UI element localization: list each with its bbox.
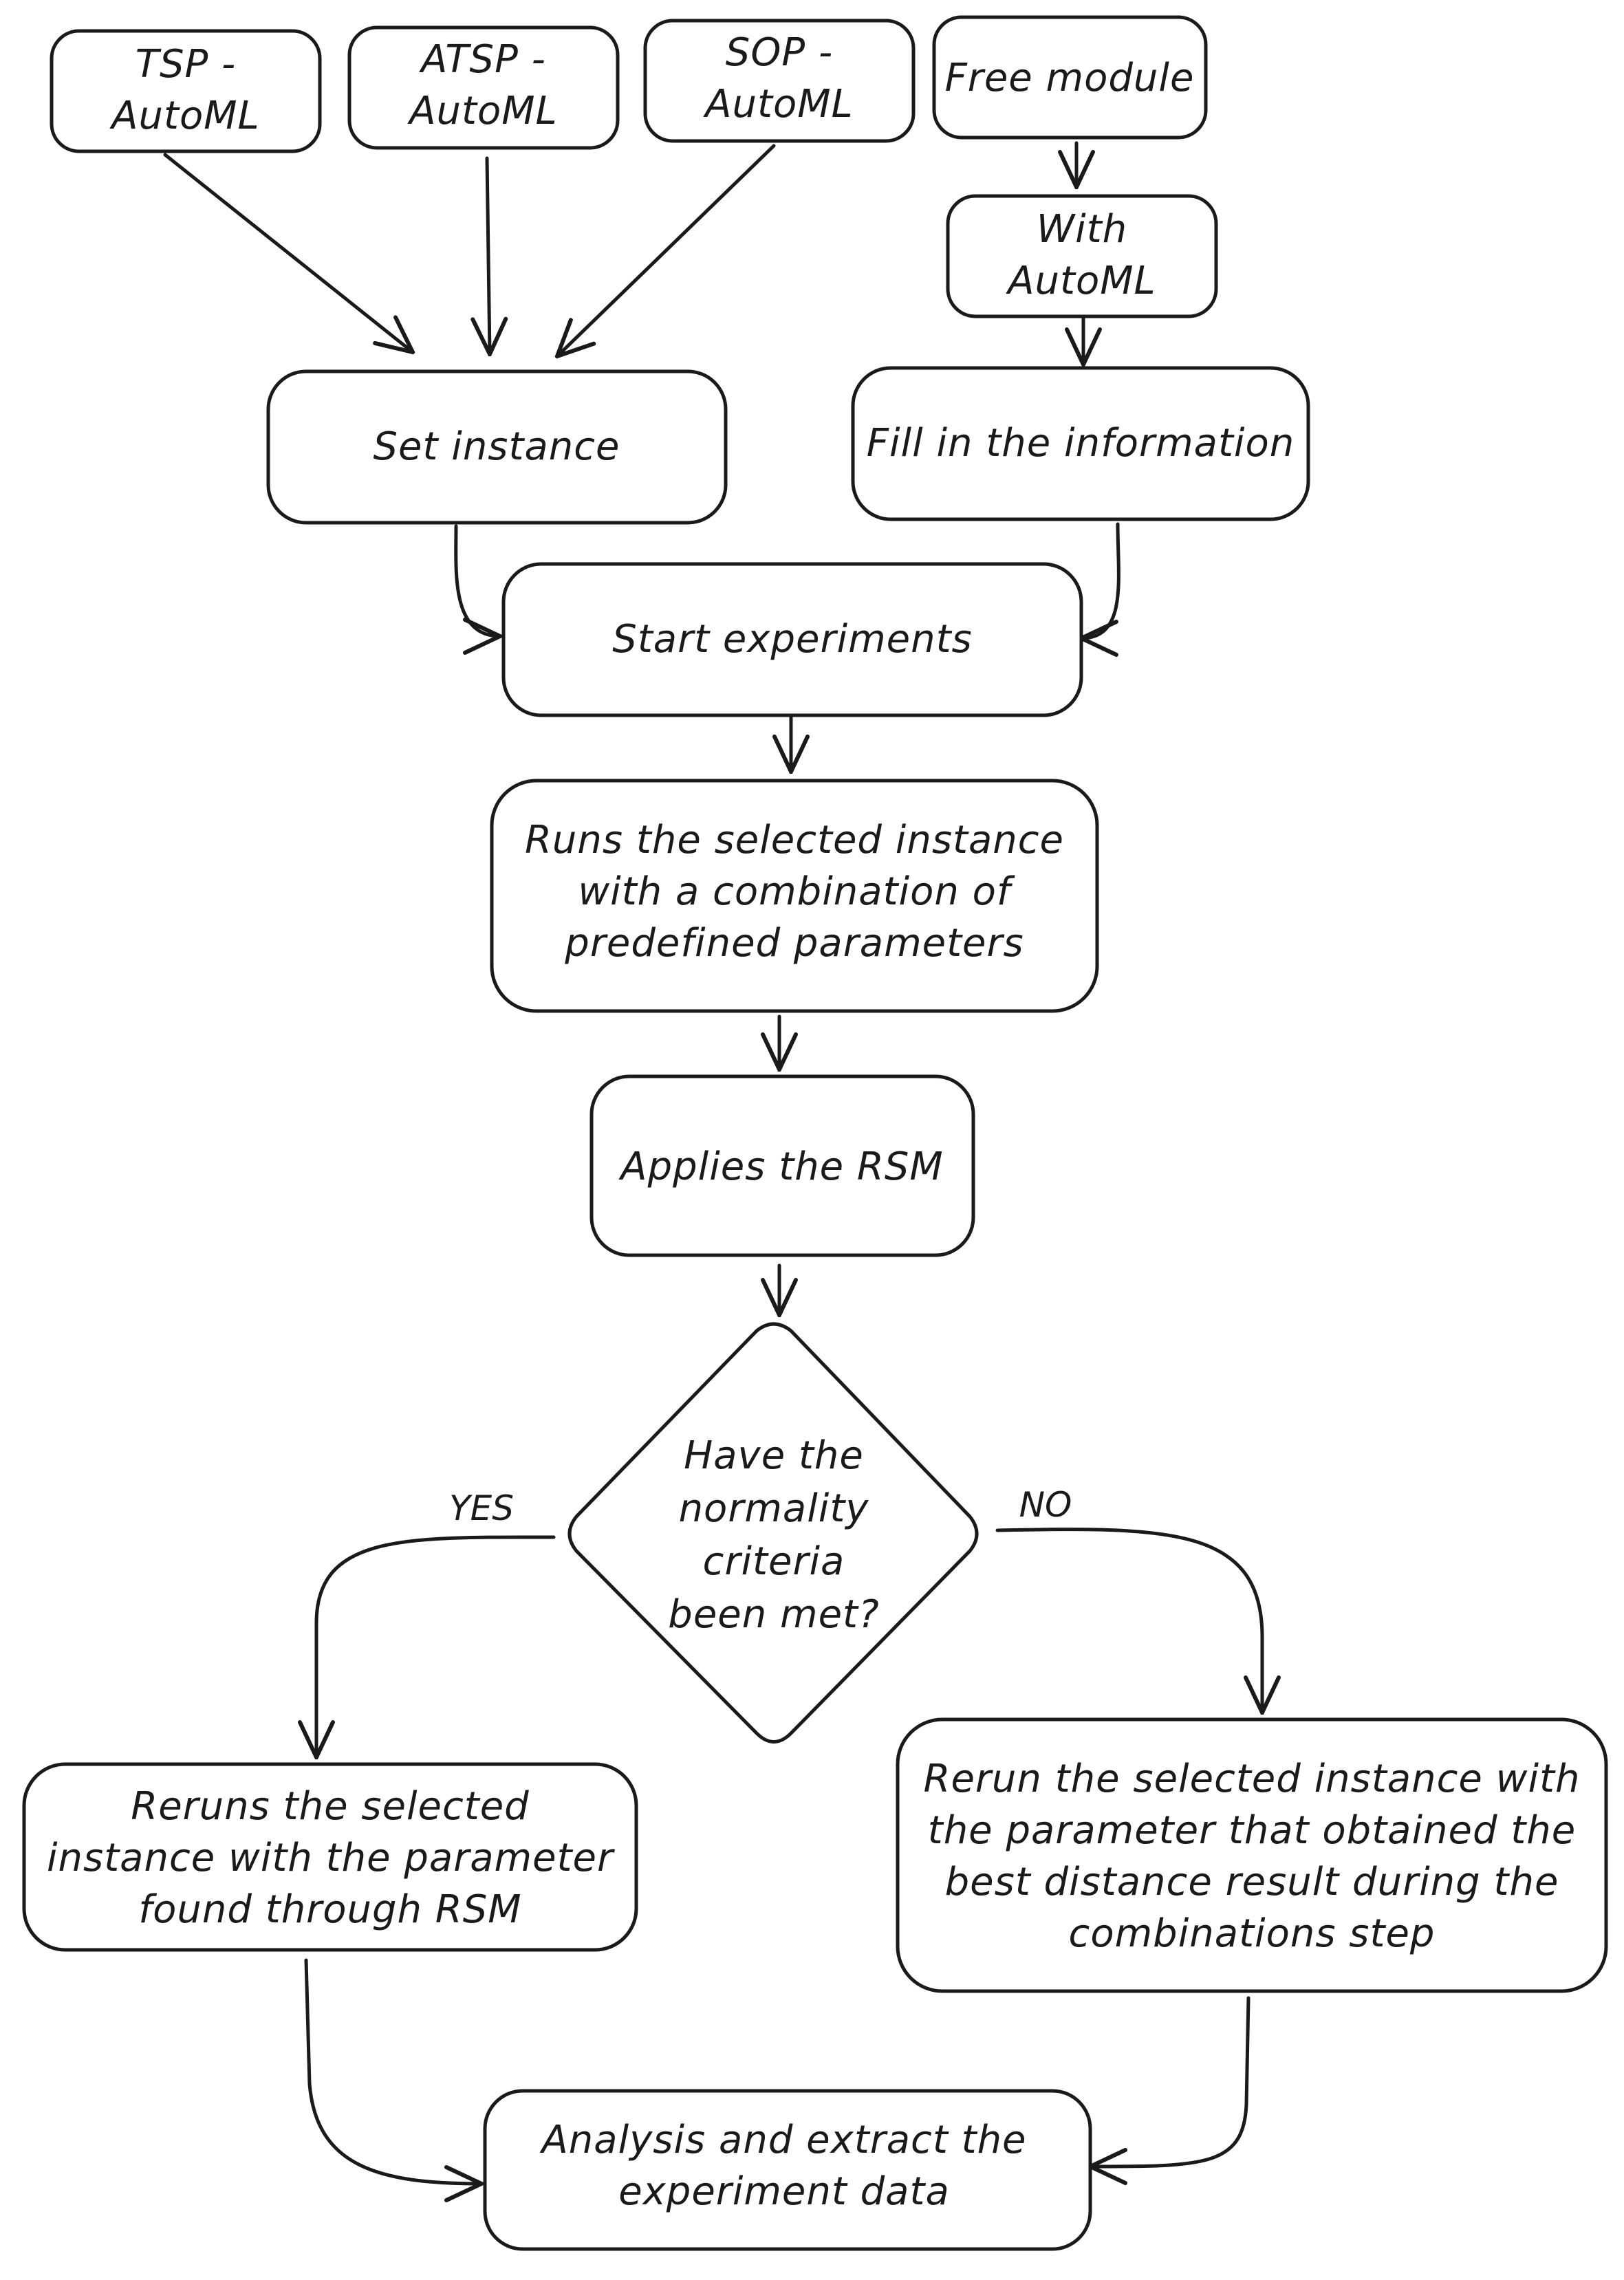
label-sop-automl: SOP -	[726, 30, 833, 75]
edge-decision-no	[995, 1528, 1262, 1713]
label-decision: criteria	[703, 1539, 845, 1584]
label-set-instance: Set instance	[373, 424, 620, 469]
node-rerun-best	[896, 1717, 1608, 1993]
edge-rerun-best-to-analysis	[1090, 1996, 1251, 2167]
edge-label-yes: YES	[449, 1488, 514, 1528]
edge-sop-to-set-instance	[557, 144, 776, 356]
label-with-automl: AutoML	[1006, 259, 1156, 303]
node-with-automl	[946, 194, 1218, 318]
label-reruns-rsm: instance with the parameter	[47, 1836, 615, 1880]
edge-atsp-to-set-instance	[487, 156, 490, 354]
label-sop-automl: AutoML	[703, 82, 854, 127]
label-tsp-automl: AutoML	[109, 94, 260, 138]
edge-label-no: NO	[1019, 1485, 1072, 1525]
edge-tsp-to-set-instance	[163, 153, 413, 352]
node-sop-automl	[643, 19, 916, 143]
label-applies-rsm: Applies the RSM	[618, 1144, 943, 1189]
node-reruns-rsm	[22, 1762, 638, 1952]
edge-reruns-rsm-to-analysis	[304, 1958, 481, 2184]
label-runs-instance: predefined parameters	[564, 921, 1024, 966]
label-analysis: experiment data	[618, 2169, 950, 2214]
node-decision	[567, 1322, 979, 1744]
label-free-module: Free module	[945, 56, 1195, 100]
node-start-experiments	[501, 562, 1083, 717]
nodes	[22, 15, 1608, 2251]
node-applies-rsm	[589, 1074, 975, 1257]
labels: TSP - AutoML ATSP - AutoML SOP - AutoML …	[47, 30, 1581, 2214]
edge-fill-info-to-start	[1081, 522, 1120, 638]
label-rerun-best: Rerun the selected instance with	[924, 1757, 1581, 1801]
label-rerun-best: best distance result during the	[945, 1860, 1559, 1904]
label-atsp-automl: ATSP -	[419, 37, 546, 82]
label-runs-instance: with a combination of	[578, 869, 1015, 914]
node-tsp-automl	[50, 29, 322, 153]
edges	[163, 141, 1262, 2184]
label-atsp-automl: AutoML	[407, 89, 558, 133]
label-decision: normality	[679, 1486, 869, 1531]
label-decision: Have the	[684, 1433, 864, 1478]
label-decision: been met?	[668, 1592, 879, 1637]
node-atsp-automl	[347, 25, 620, 150]
label-analysis: Analysis and extract the	[539, 2118, 1026, 2162]
label-reruns-rsm: Reruns the selected	[131, 1784, 529, 1829]
node-free-module	[932, 15, 1208, 140]
label-reruns-rsm: found through RSM	[138, 1887, 521, 1932]
node-runs-instance	[490, 779, 1099, 1013]
label-tsp-automl: TSP -	[136, 42, 237, 87]
label-start-experiments: Start experiments	[612, 617, 972, 662]
node-analysis	[483, 2089, 1092, 2251]
node-set-instance	[266, 369, 728, 525]
node-fill-info	[851, 366, 1310, 521]
label-runs-instance: Runs the selected instance	[525, 818, 1064, 862]
label-with-automl: With	[1037, 207, 1127, 252]
label-fill-info: Fill in the information	[867, 421, 1295, 466]
edge-set-instance-to-start	[454, 524, 500, 636]
edge-decision-yes	[316, 1535, 556, 1757]
label-rerun-best: combinations step	[1069, 1911, 1436, 1956]
label-rerun-best: the parameter that obtained the	[928, 1808, 1577, 1853]
